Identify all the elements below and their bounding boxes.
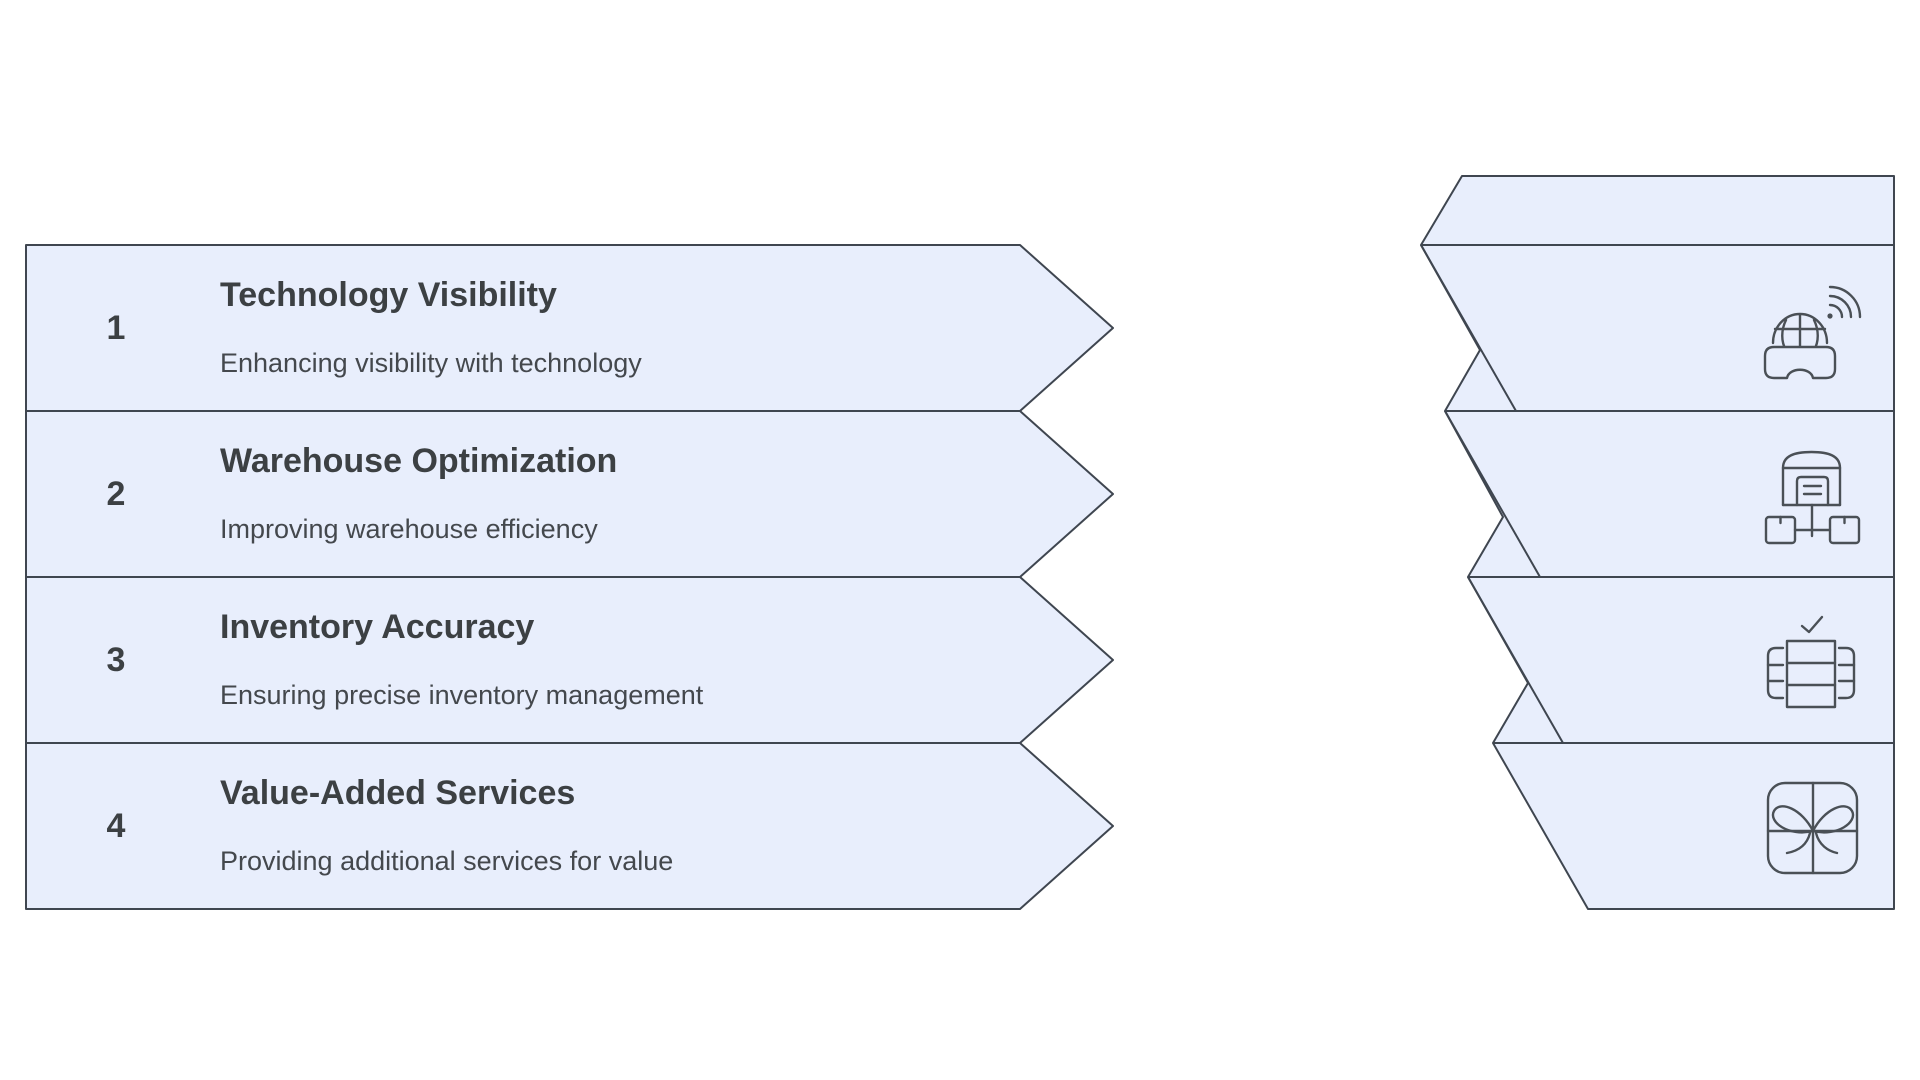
step-description: Providing additional services for value bbox=[220, 845, 674, 876]
step-row-2: 2 Warehouse Optimization Improving wareh… bbox=[0, 411, 1120, 577]
step-title: Inventory Accuracy bbox=[220, 608, 535, 647]
ribbon-fold-edge-3 bbox=[1467, 576, 1564, 744]
step-title: Warehouse Optimization bbox=[220, 442, 618, 481]
globe-vr-wifi-icon bbox=[1763, 285, 1862, 380]
step-number: 3 bbox=[106, 640, 126, 679]
step-text: Warehouse Optimization Improving warehou… bbox=[220, 411, 617, 577]
step-banner-2 bbox=[25, 410, 1114, 578]
step-text: Value-Added Services Providing additiona… bbox=[220, 743, 673, 909]
step-number: 4 bbox=[106, 806, 126, 845]
warehouse-distribution-icon bbox=[1764, 450, 1861, 545]
step-banner-3 bbox=[25, 576, 1114, 744]
step-banner-4 bbox=[25, 742, 1114, 910]
step-description: Enhancing visibility with technology bbox=[220, 347, 642, 378]
gift-box-icon bbox=[1766, 781, 1859, 875]
step-number: 1 bbox=[106, 308, 126, 347]
step-number: 2 bbox=[106, 474, 126, 513]
step-text: Inventory Accuracy Ensuring precise inve… bbox=[220, 577, 703, 743]
step-row-3: 3 Inventory Accuracy Ensuring precise in… bbox=[0, 577, 1120, 743]
step-text: Technology Visibility Enhancing visibili… bbox=[220, 245, 642, 411]
step-row-1: 1 Technology Visibility Enhancing visibi… bbox=[0, 245, 1120, 411]
ribbon-fold-edge-1 bbox=[1420, 244, 1517, 412]
step-description: Ensuring precise inventory management bbox=[220, 679, 704, 710]
ribbon-fold-edge-2 bbox=[1444, 410, 1541, 578]
step-description: Improving warehouse efficiency bbox=[220, 513, 598, 544]
step-title: Value-Added Services bbox=[220, 774, 576, 813]
step-title: Technology Visibility bbox=[220, 276, 557, 315]
step-row-4: 4 Value-Added Services Providing additio… bbox=[0, 743, 1120, 909]
step-banner-1 bbox=[25, 244, 1114, 412]
step-banners bbox=[25, 244, 1114, 910]
inventory-checklist-icon bbox=[1766, 615, 1856, 709]
